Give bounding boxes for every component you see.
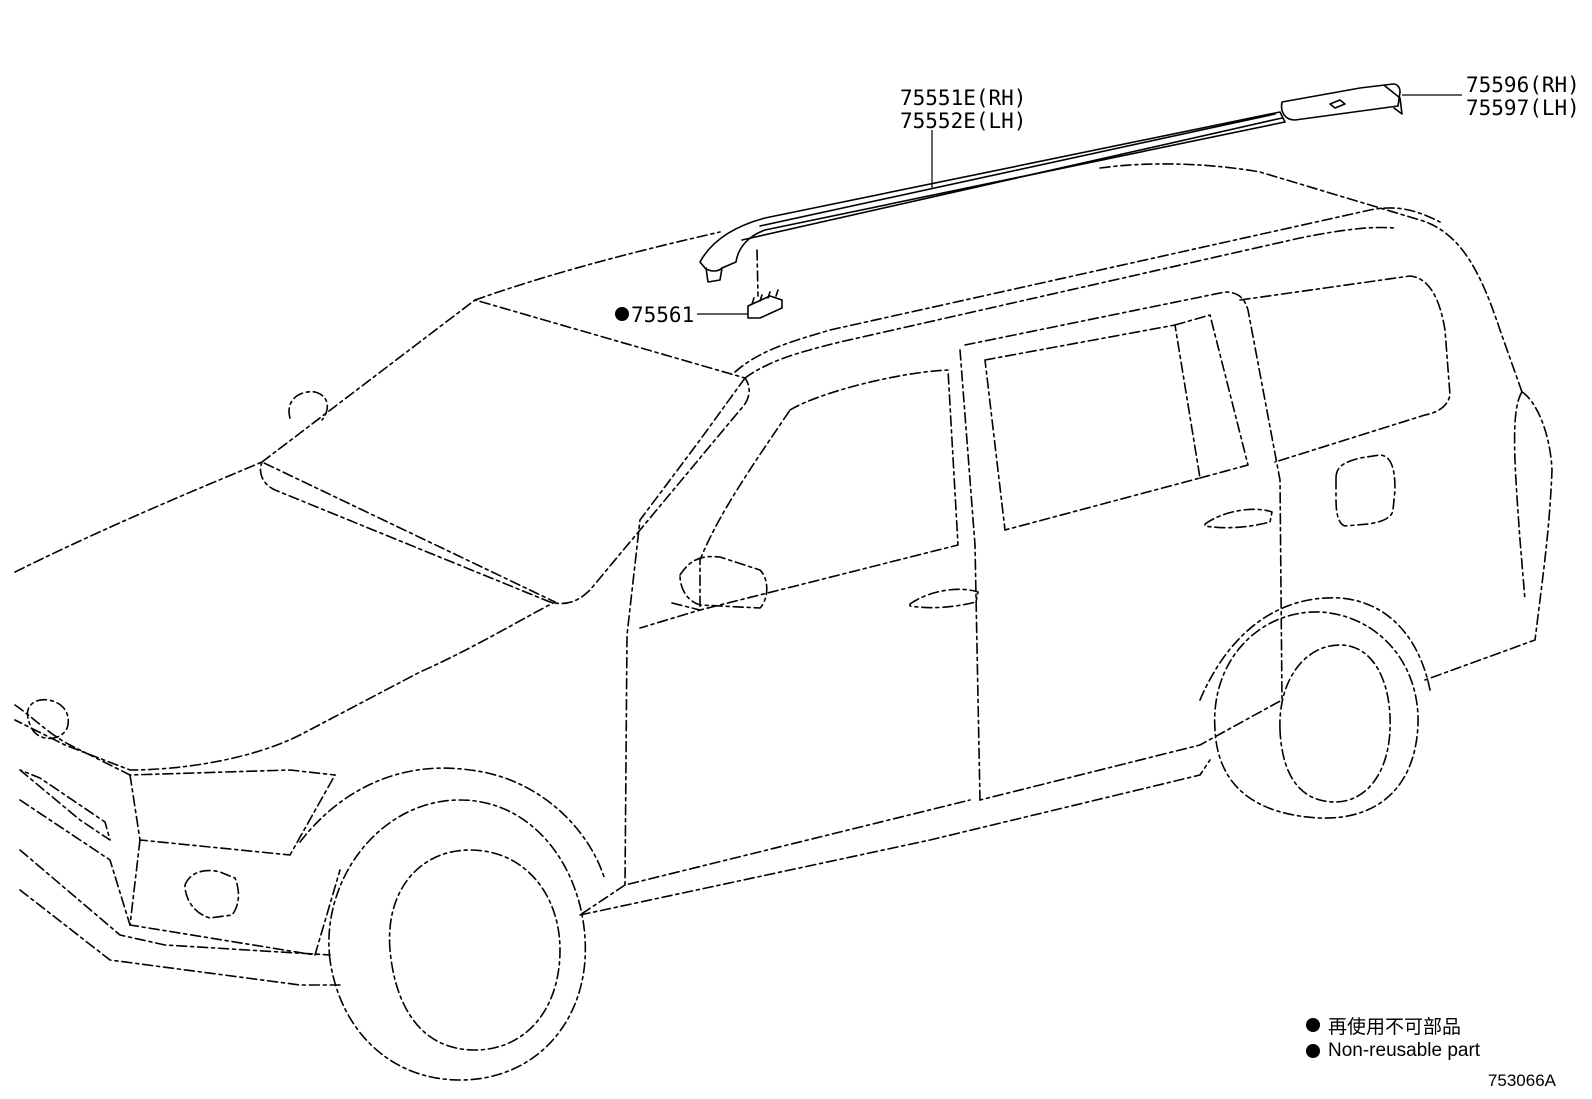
legend-en-text: Non-reusable part (1328, 1040, 1481, 1061)
non-reusable-marker (615, 307, 629, 321)
roof-molding-part (699, 111, 1286, 283)
bullet-icon (1306, 1044, 1320, 1058)
legend-row-jp: 再使用不可部品 (1306, 1012, 1480, 1038)
callout-end-cover-lh: 75597(LH) (1466, 96, 1580, 120)
leader-lines (697, 94, 1462, 315)
end-cover-part (1280, 83, 1403, 121)
bullet-icon (1306, 1018, 1320, 1032)
legend: 再使用不可部品 Non-reusable part (1306, 1012, 1480, 1064)
vehicle-outline (14, 163, 1553, 1081)
callout-end-cover-rh: 75596(RH) (1466, 73, 1580, 97)
diagram-id: 753066A (1487, 1071, 1556, 1090)
callout-roof-molding-lh: 75552E(LH) (900, 109, 1026, 133)
legend-row-en: Non-reusable part (1306, 1038, 1480, 1064)
legend-jp-text: 再使用不可部品 (1328, 1016, 1462, 1038)
clip-part (747, 249, 783, 319)
callout-roof-molding-rh: 75551E(RH) (900, 86, 1026, 110)
callout-clip: 75561 (631, 303, 694, 327)
